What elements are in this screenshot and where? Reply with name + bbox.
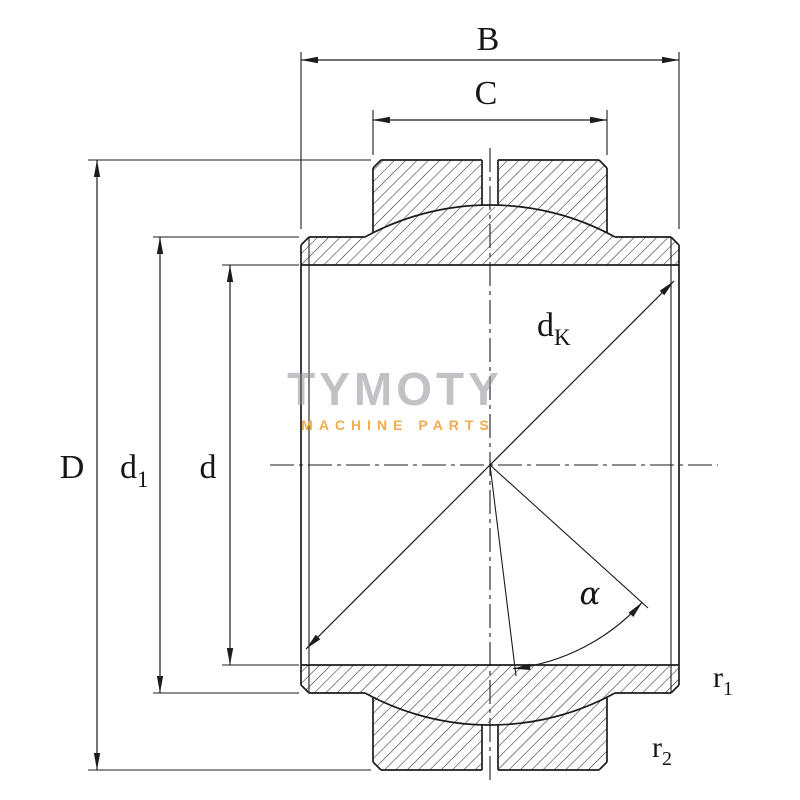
watermark-subtitle: MACHINE PARTS bbox=[301, 417, 495, 433]
dimension-C bbox=[372, 110, 608, 155]
corner-radius-labels: r1 r2 bbox=[652, 661, 733, 770]
dimension-D bbox=[88, 159, 371, 771]
dim-label-d1: d1 bbox=[120, 449, 149, 492]
dimension-d bbox=[222, 264, 299, 666]
dim-label-dK: dK bbox=[537, 307, 571, 350]
watermark: TYMOTY MACHINE PARTS bbox=[287, 363, 503, 433]
dim-label-r2: r2 bbox=[652, 731, 672, 770]
lubrication-hole-top bbox=[481, 157, 499, 207]
dimension-B bbox=[300, 52, 680, 229]
dim-label-D: D bbox=[60, 449, 85, 486]
dim-label-d: d bbox=[200, 449, 217, 486]
dim-label-B: B bbox=[477, 21, 500, 58]
dim-label-r1: r1 bbox=[713, 661, 733, 700]
dimension-d1 bbox=[153, 236, 299, 694]
dim-label-C: C bbox=[475, 75, 498, 112]
dim-label-alpha: α bbox=[580, 576, 601, 612]
dimension-alpha bbox=[489, 464, 649, 677]
watermark-title: TYMOTY bbox=[287, 363, 503, 415]
